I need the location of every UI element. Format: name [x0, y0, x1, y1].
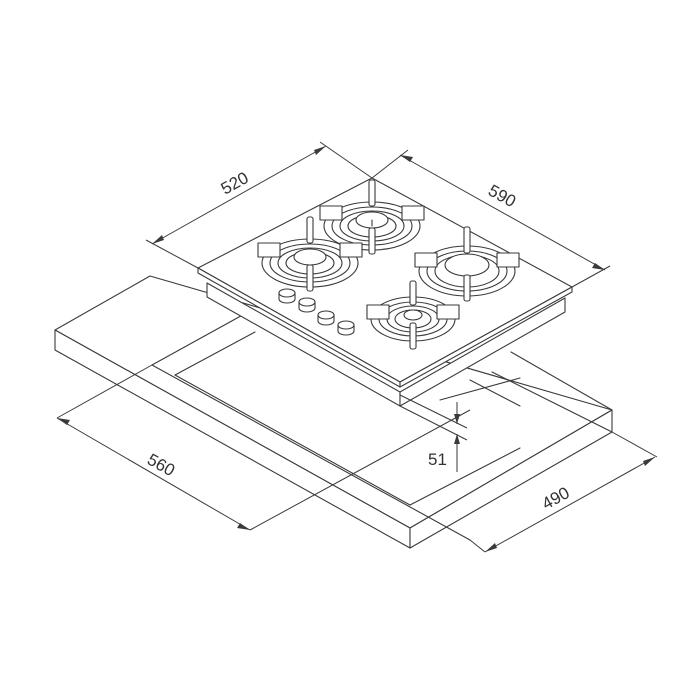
dimension-cutout-width — [56, 364, 471, 531]
dimension-cutout-depth — [469, 431, 658, 553]
dimension-hob-width — [145, 141, 373, 269]
knob-1 — [278, 288, 296, 304]
burner-back-left — [319, 179, 425, 255]
burner-right-large — [414, 226, 520, 302]
label-590: 590 — [485, 181, 519, 211]
label-520: 520 — [218, 168, 252, 198]
dimension-hob-depth — [371, 149, 611, 288]
countertop — [54, 275, 613, 549]
hob-glass-top — [197, 177, 573, 388]
burner-front-left — [257, 216, 363, 292]
control-knobs — [278, 288, 355, 336]
knob-2 — [298, 297, 316, 313]
knob-3 — [317, 310, 335, 326]
knob-4 — [337, 320, 355, 336]
label-490: 490 — [539, 483, 573, 513]
label-51: 51 — [428, 450, 447, 469]
label-560: 560 — [144, 450, 178, 480]
burner-front-small — [366, 280, 460, 350]
dimension-hob-height — [399, 394, 468, 472]
